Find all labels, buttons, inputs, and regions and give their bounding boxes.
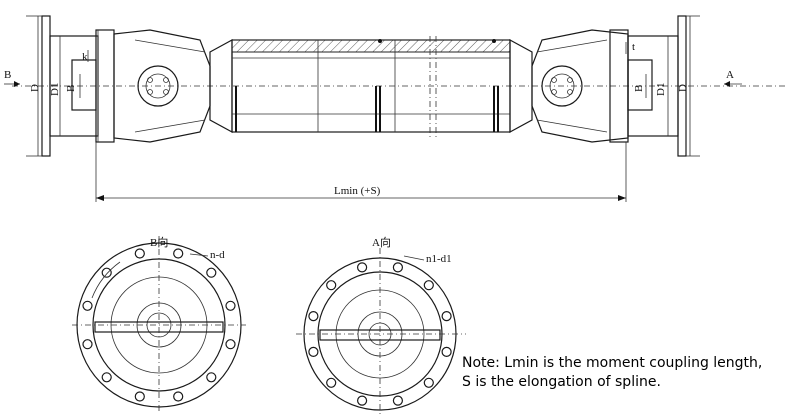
dim-d-left: D (29, 84, 41, 92)
bolt-hole (308, 346, 319, 357)
dim-lmin: Lmin (+S) (334, 185, 381, 197)
dim-t-right: t (632, 41, 635, 53)
bolt-hole (206, 267, 217, 278)
view-arrow-b-label: B (4, 69, 11, 81)
dim-d-right: D (677, 84, 689, 92)
assembly-view (4, 15, 785, 202)
bolt-hole (441, 311, 452, 322)
flange-view-a (296, 248, 466, 414)
note-box: Note: Lmin is the moment coupling length… (462, 354, 792, 392)
shaft-section-hatch (231, 39, 511, 53)
note-line-2: S is the elongation of spline. (462, 374, 661, 390)
bolt-hole (392, 395, 403, 406)
dim-k-left: k (82, 51, 88, 63)
bolt-hole (206, 372, 217, 383)
bolt-hole (392, 262, 403, 273)
b-view-bolt-label: n-d (210, 249, 225, 261)
bolt-hole (308, 311, 319, 322)
b-view-title: B向 (150, 235, 168, 249)
a-view-bolt-label: n1-d1 (426, 253, 452, 265)
right-flange-outer (677, 15, 687, 157)
bolt-hole (423, 377, 434, 388)
bolt-hole (134, 391, 145, 402)
view-arrow-a-label: A (726, 69, 734, 81)
dim-b-right: B (633, 85, 645, 92)
flange-view-b (72, 236, 246, 412)
a-view-title: A向 (372, 235, 391, 249)
right-cross-bearing (541, 65, 583, 107)
bolt-hole (82, 339, 93, 350)
dim-d1-right: D1 (655, 83, 667, 96)
bolt-hole (357, 262, 368, 273)
bolt-hole (173, 248, 184, 259)
bolt-hole (423, 280, 434, 291)
bolt-hole (101, 372, 112, 383)
bolt-hole (101, 267, 112, 278)
bolt-hole (357, 395, 368, 406)
bolt-hole (326, 377, 337, 388)
bolt-hole (326, 280, 337, 291)
bolt-hole (225, 300, 236, 311)
bolt-hole (225, 339, 236, 350)
bolt-hole (173, 391, 184, 402)
bolt-hole (441, 346, 452, 357)
bolt-hole (134, 248, 145, 259)
dim-b-left: B (65, 85, 77, 92)
note-line-1: Note: Lmin is the moment coupling length… (462, 355, 763, 371)
right-neck (509, 38, 533, 134)
dim-d1-left: D1 (49, 83, 61, 96)
bolt-hole (82, 300, 93, 311)
left-cross-bearing (137, 65, 179, 107)
